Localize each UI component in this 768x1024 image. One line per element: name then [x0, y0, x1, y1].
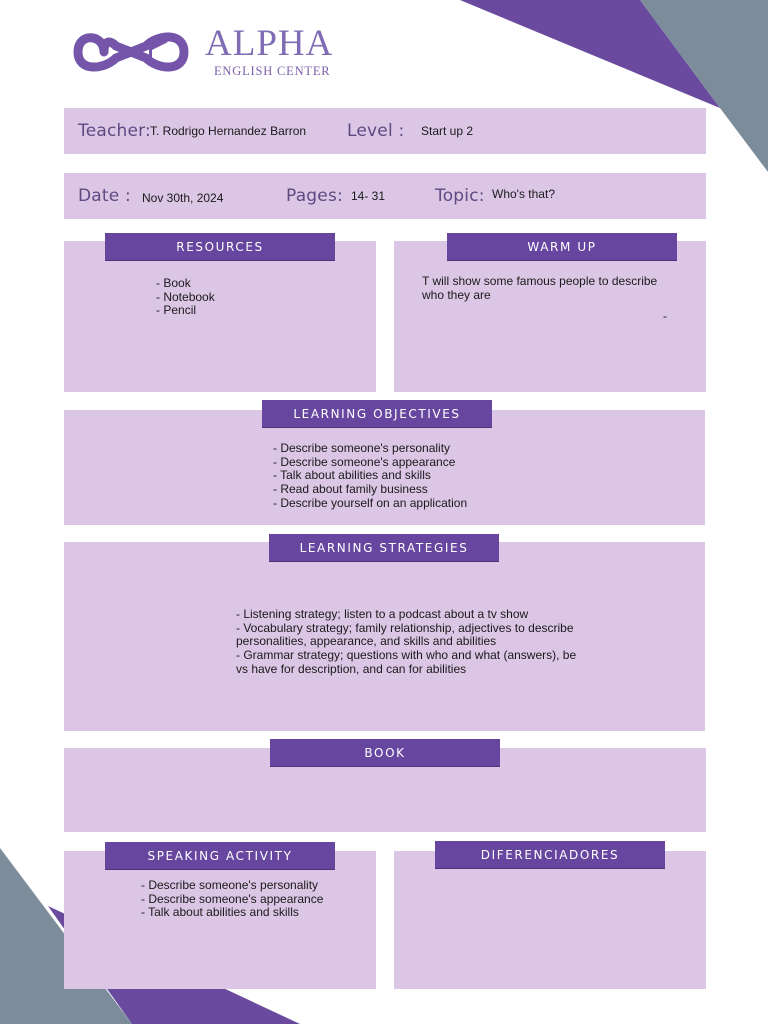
speaking-activity-title: SPEAKING ACTIVITY	[105, 842, 335, 870]
list-item: Listening strategy; listen to a podcast …	[236, 607, 588, 622]
resources-panel	[64, 241, 376, 392]
list-item: Talk about abilities and skills	[273, 469, 467, 483]
learning-objectives-list: Describe someone's personality Describe …	[273, 441, 467, 511]
date-value: Nov 30th, 2024	[142, 191, 224, 205]
list-item: Pencil	[156, 304, 215, 318]
teacher-level-bar	[64, 108, 706, 154]
list-item: Describe someone's personality	[273, 441, 467, 456]
top-right-gray-triangle	[640, 0, 768, 172]
list-item: Grammar strategy; questions with who and…	[236, 648, 588, 676]
pages-label: Pages:	[286, 186, 343, 206]
top-right-purple-triangle	[460, 0, 720, 108]
diferenciadores-title: DIFERENCIADORES	[435, 841, 665, 869]
list-item: Describe someone's appearance	[273, 455, 467, 470]
brand-subtitle: ENGLISH CENTER	[214, 64, 331, 78]
list-item: Vocabulary strategy; family relationship…	[236, 621, 588, 649]
book-title: BOOK	[270, 739, 500, 767]
resources-list: Book Notebook Pencil	[156, 276, 215, 318]
date-label: Date :	[78, 186, 131, 206]
speaking-activity-list: Describe someone's personality Describe …	[141, 878, 323, 920]
list-item: Notebook	[156, 290, 214, 305]
teacher-value: T. Rodrigo Hernandez Barron	[150, 124, 307, 138]
list-item: Talk about abilities and skills	[141, 906, 323, 920]
warm-up-title: WARM UP	[447, 233, 677, 261]
resources-title: RESOURCES	[105, 233, 335, 261]
list-item: Describe yourself on an application	[273, 496, 467, 511]
list-item: Book	[156, 276, 215, 291]
teacher-label: Teacher:	[78, 121, 151, 141]
list-item: Read about family business	[273, 482, 467, 497]
level-label: Level :	[347, 121, 405, 141]
learning-strategies-title: LEARNING STRATEGIES	[269, 534, 499, 562]
topic-value: Who's that?	[492, 187, 555, 201]
learning-strategies-list: Listening strategy; listen to a podcast …	[236, 607, 588, 677]
warm-up-mark: -	[663, 309, 667, 323]
infinity-flag-logo-icon	[73, 32, 189, 72]
learning-objectives-title: LEARNING OBJECTIVES	[262, 400, 492, 428]
date-pages-topic-bar	[64, 173, 706, 219]
brand-name: ALPHA	[205, 23, 334, 64]
warm-up-text: T will show some famous people to descri…	[422, 274, 658, 302]
level-value: Start up 2	[421, 124, 474, 138]
diferenciadores-panel	[394, 851, 706, 989]
warm-up-panel	[394, 241, 706, 392]
list-item: Describe someone's appearance	[141, 892, 323, 907]
topic-label: Topic:	[435, 186, 485, 206]
pages-value: 14- 31	[351, 189, 386, 203]
list-item: Describe someone's personality	[141, 878, 323, 893]
